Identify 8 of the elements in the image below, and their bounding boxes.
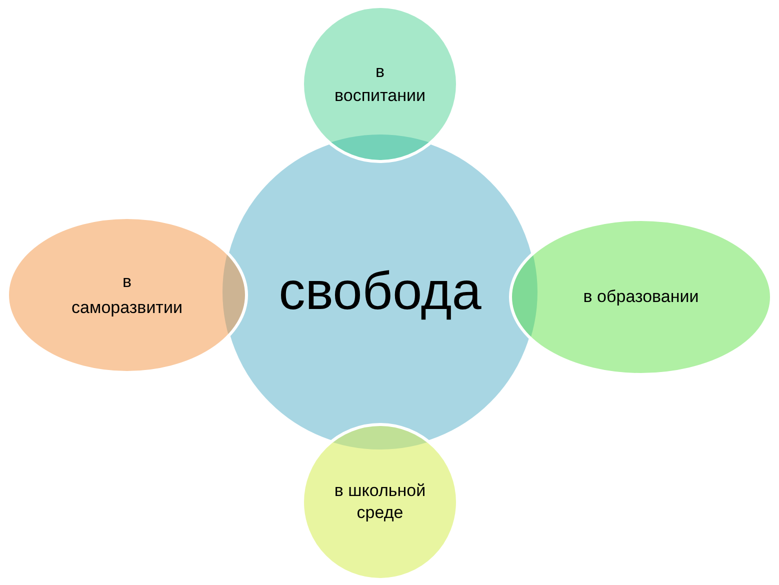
topic-circle [301,423,459,581]
topic-ellipse [6,216,248,374]
node-label: в образовании [583,286,699,308]
node-label: свобода [278,261,482,324]
topic-ellipse [509,218,773,376]
node-label: в школьной среде [333,480,427,524]
node-label: в воспитании [334,61,426,107]
node-label: в саморазвитии [72,270,182,319]
